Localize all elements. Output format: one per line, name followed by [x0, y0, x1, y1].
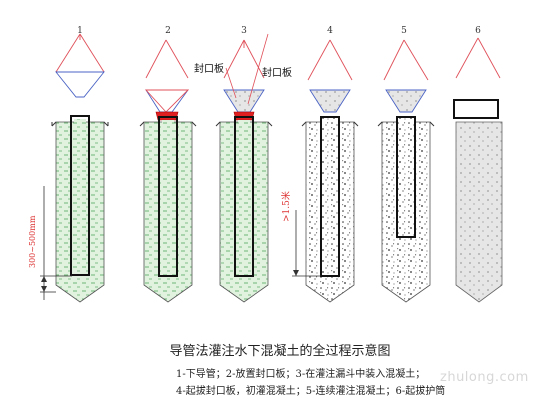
step-number-6: 6 [475, 26, 481, 36]
pile-2 [139, 39, 197, 303]
step-number-1: 1 [77, 26, 83, 36]
dim-1-5m-label: >1.5米 [280, 191, 292, 222]
pile-6 [453, 37, 503, 303]
step-number-5: 5 [401, 26, 407, 36]
legend: 1-下导管；2-放置封口板；3-在灌注漏斗中装入混凝土； 4-起拔封口板，初灌混… [176, 366, 445, 400]
casing [453, 99, 499, 119]
pile-3: 封口板 封口板 [194, 33, 292, 303]
pile-5 [377, 39, 435, 303]
step-number-4: 4 [327, 26, 333, 36]
step-number-2: 2 [165, 26, 171, 36]
watermark: zhulong.com [440, 370, 529, 385]
figure-caption: 导管法灌注水下混凝土的全过程示意图 [169, 344, 391, 359]
legend-line-2: 4-起拔封口板，初灌混凝土；5-连续灌注混凝土；6-起拔护筒 [176, 386, 446, 397]
seal-plate-label-b: 封口板 [262, 66, 292, 79]
legend-line-1: 1-下导管；2-放置封口板；3-在灌注漏斗中装入混凝土； [176, 369, 426, 380]
step-numbers: 1 2 3 4 5 6 [77, 26, 481, 36]
pile-4: >1.5米 [280, 39, 359, 303]
seal-plate-label-a: 封口板 [194, 62, 224, 75]
step-number-3: 3 [241, 26, 247, 36]
dim-300-500-label: 300~500mm [28, 215, 37, 268]
pile-1: 300~500mm [28, 33, 109, 303]
